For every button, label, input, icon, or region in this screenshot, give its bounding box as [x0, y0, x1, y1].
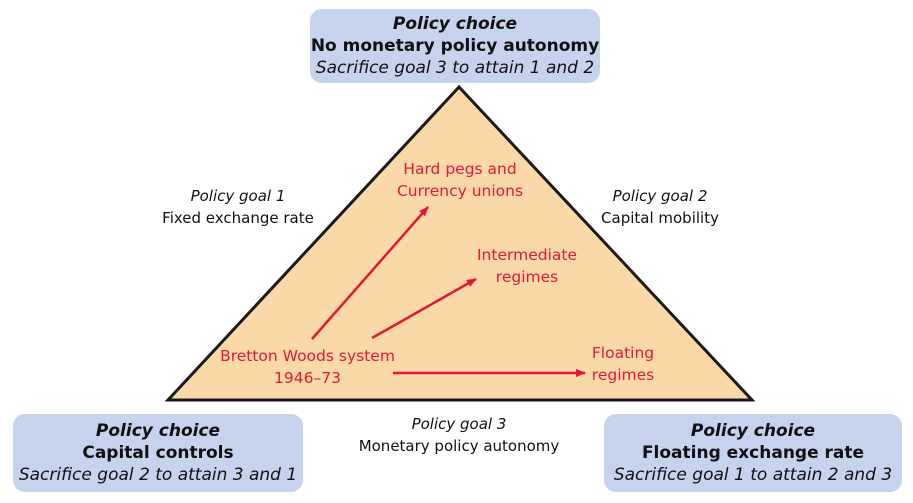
right-box-name: Floating exchange rate — [641, 443, 865, 463]
regime-origin: Bretton Woods system 1946–73 — [210, 345, 405, 389]
intermediate-line1: Intermediate — [476, 246, 577, 264]
left-box-name: Capital controls — [82, 443, 234, 463]
regime-floating: Floating regimes — [568, 342, 678, 386]
right-policy-box: Policy choice Floating exchange rate Sac… — [604, 414, 902, 492]
right-box-heading: Policy choice — [690, 421, 816, 441]
goal-2-label: Policy goal 2 — [612, 187, 708, 205]
goal-1-desc: Fixed exchange rate — [162, 209, 314, 227]
goal-3-desc: Monetary policy autonomy — [358, 437, 560, 455]
regime-hard-pegs: Hard pegs and Currency unions — [385, 158, 535, 202]
policy-goal-2: Policy goal 2 Capital mobility — [580, 185, 740, 229]
hard-pegs-line2: Currency unions — [396, 182, 524, 200]
regime-intermediate: Intermediate regimes — [462, 244, 592, 288]
top-box-name: No monetary policy autonomy — [310, 36, 600, 56]
intermediate-line2: regimes — [495, 268, 559, 286]
policy-goal-1: Policy goal 1 Fixed exchange rate — [150, 185, 326, 229]
arrow-to-hard-pegs — [311, 206, 429, 340]
left-box-sacrifice: Sacrifice goal 2 to attain 3 and 1 — [18, 465, 298, 485]
top-box-heading: Policy choice — [392, 14, 518, 34]
arrow-to-intermediate — [371, 277, 477, 340]
goal-3-label: Policy goal 3 — [411, 415, 507, 433]
top-box-sacrifice: Sacrifice goal 3 to attain 1 and 2 — [315, 58, 595, 78]
right-box-sacrifice: Sacrifice goal 1 to attain 2 and 3 — [613, 465, 893, 485]
floating-line2: regimes — [591, 366, 655, 384]
goal-2-desc: Capital mobility — [601, 209, 719, 227]
origin-line1: Bretton Woods system — [220, 347, 395, 365]
origin-line2: 1946–73 — [274, 369, 341, 387]
trilemma-triangle — [164, 84, 756, 402]
policy-goal-3: Policy goal 3 Monetary policy autonomy — [348, 413, 570, 457]
hard-pegs-line1: Hard pegs and — [403, 160, 517, 178]
left-policy-box: Policy choice Capital controls Sacrifice… — [13, 414, 303, 492]
top-policy-box: Policy choice No monetary policy autonom… — [310, 9, 600, 83]
floating-line1: Floating — [591, 344, 655, 362]
goal-1-label: Policy goal 1 — [190, 187, 286, 205]
left-box-heading: Policy choice — [95, 421, 221, 441]
